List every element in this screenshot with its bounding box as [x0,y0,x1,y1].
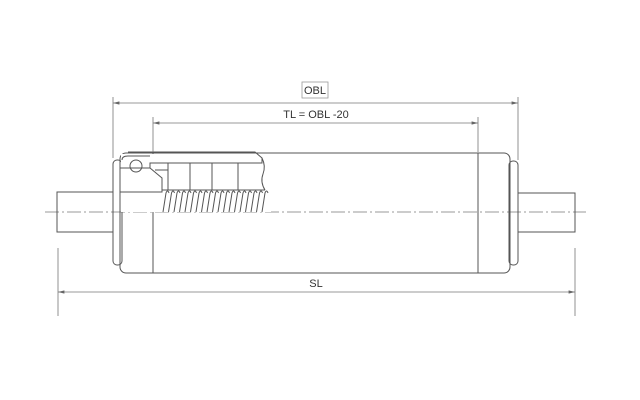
spring-coil [190,190,197,213]
right-shaft [517,192,576,233]
spring-coil [239,190,247,213]
left-end-cap [112,159,123,266]
cutaway-section [119,151,271,213]
right-end-cap [508,160,519,266]
spring-coil [223,190,230,213]
spring-coil [173,190,181,213]
spring-coil [256,190,263,213]
spring-coil [206,190,214,213]
spring-coil [201,190,208,213]
spring-coils [162,190,269,213]
spring-coil [234,190,241,213]
obl-label-box [301,81,329,99]
spring-coil [212,190,219,213]
spring-coil [195,190,203,213]
spring-coil [245,190,252,213]
sl-label: SL [309,278,322,290]
spring-coil [184,190,192,213]
spring-coil [261,190,269,213]
tl-label: TL = OBL -20 [283,109,349,121]
roller-tube [119,152,511,274]
spring-coil [228,190,236,213]
spring-coil [179,190,186,213]
spring-coil [162,190,170,213]
obl-label: OBL [304,85,326,97]
spring-coil [217,190,225,213]
bearing-ball [129,159,143,173]
spring-coil [168,190,175,213]
spring-coil [250,190,258,213]
